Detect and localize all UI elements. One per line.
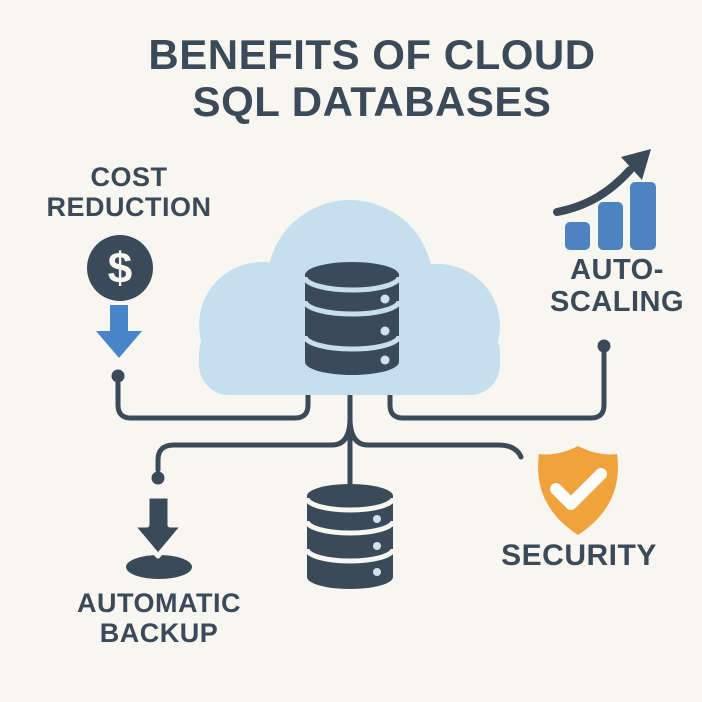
backup-arrow: [129, 493, 187, 559]
database-icon-bottom: [304, 484, 396, 589]
dot-scaling: [597, 339, 611, 353]
dollar-symbol: $: [108, 244, 132, 293]
growth-arrow-curve: [553, 166, 634, 216]
bar-chart-bars: [565, 182, 656, 250]
db-main-separators: [302, 276, 402, 352]
page-title-line2: SQL DATABASES: [192, 78, 552, 126]
connector-dots: [111, 339, 611, 485]
growth-arrow-head: [621, 149, 651, 180]
label-automatic-backup: AUTOMATIC BACKUP: [77, 588, 241, 649]
database-icon-main: [302, 262, 402, 375]
db-main-indicator-dots: [380, 294, 390, 365]
label-cost-reduction: COST REDUCTION: [46, 162, 212, 223]
db-bottom-body: [307, 496, 393, 589]
db-main-body: [305, 275, 399, 375]
page-title: BENEFITS OF CLOUD SQL DATABASES: [148, 31, 595, 126]
db-bottom-indicator-dots: [373, 515, 381, 576]
backup-tray: [126, 555, 192, 579]
connector-scaling-to-cloud: [387, 350, 607, 421]
label-security: SECURITY: [501, 539, 657, 572]
dot-cost: [111, 369, 125, 383]
backup-download-icon: [126, 493, 192, 579]
page-title-line1: BENEFITS OF CLOUD: [148, 31, 596, 78]
dollar-circle: [87, 235, 153, 301]
connector-branch-to-security: [347, 415, 524, 460]
db-main-lid: [305, 262, 399, 288]
connector-lines: [115, 350, 607, 495]
down-arrow-icon: [96, 305, 142, 358]
db-bottom-lid: [307, 484, 393, 508]
dot-backup: [151, 471, 165, 485]
db-bottom-separators: [304, 497, 396, 564]
label-auto-scaling: AUTO- SCALING: [550, 254, 684, 319]
connector-branch-to-backup: [155, 415, 353, 473]
dollar-circle-icon: $: [87, 235, 153, 301]
connector-cost-to-cloud: [115, 380, 311, 421]
bar-chart-growth-icon: [553, 149, 656, 250]
shield-checkmark: [550, 468, 607, 510]
security-shield-icon: [538, 446, 618, 535]
